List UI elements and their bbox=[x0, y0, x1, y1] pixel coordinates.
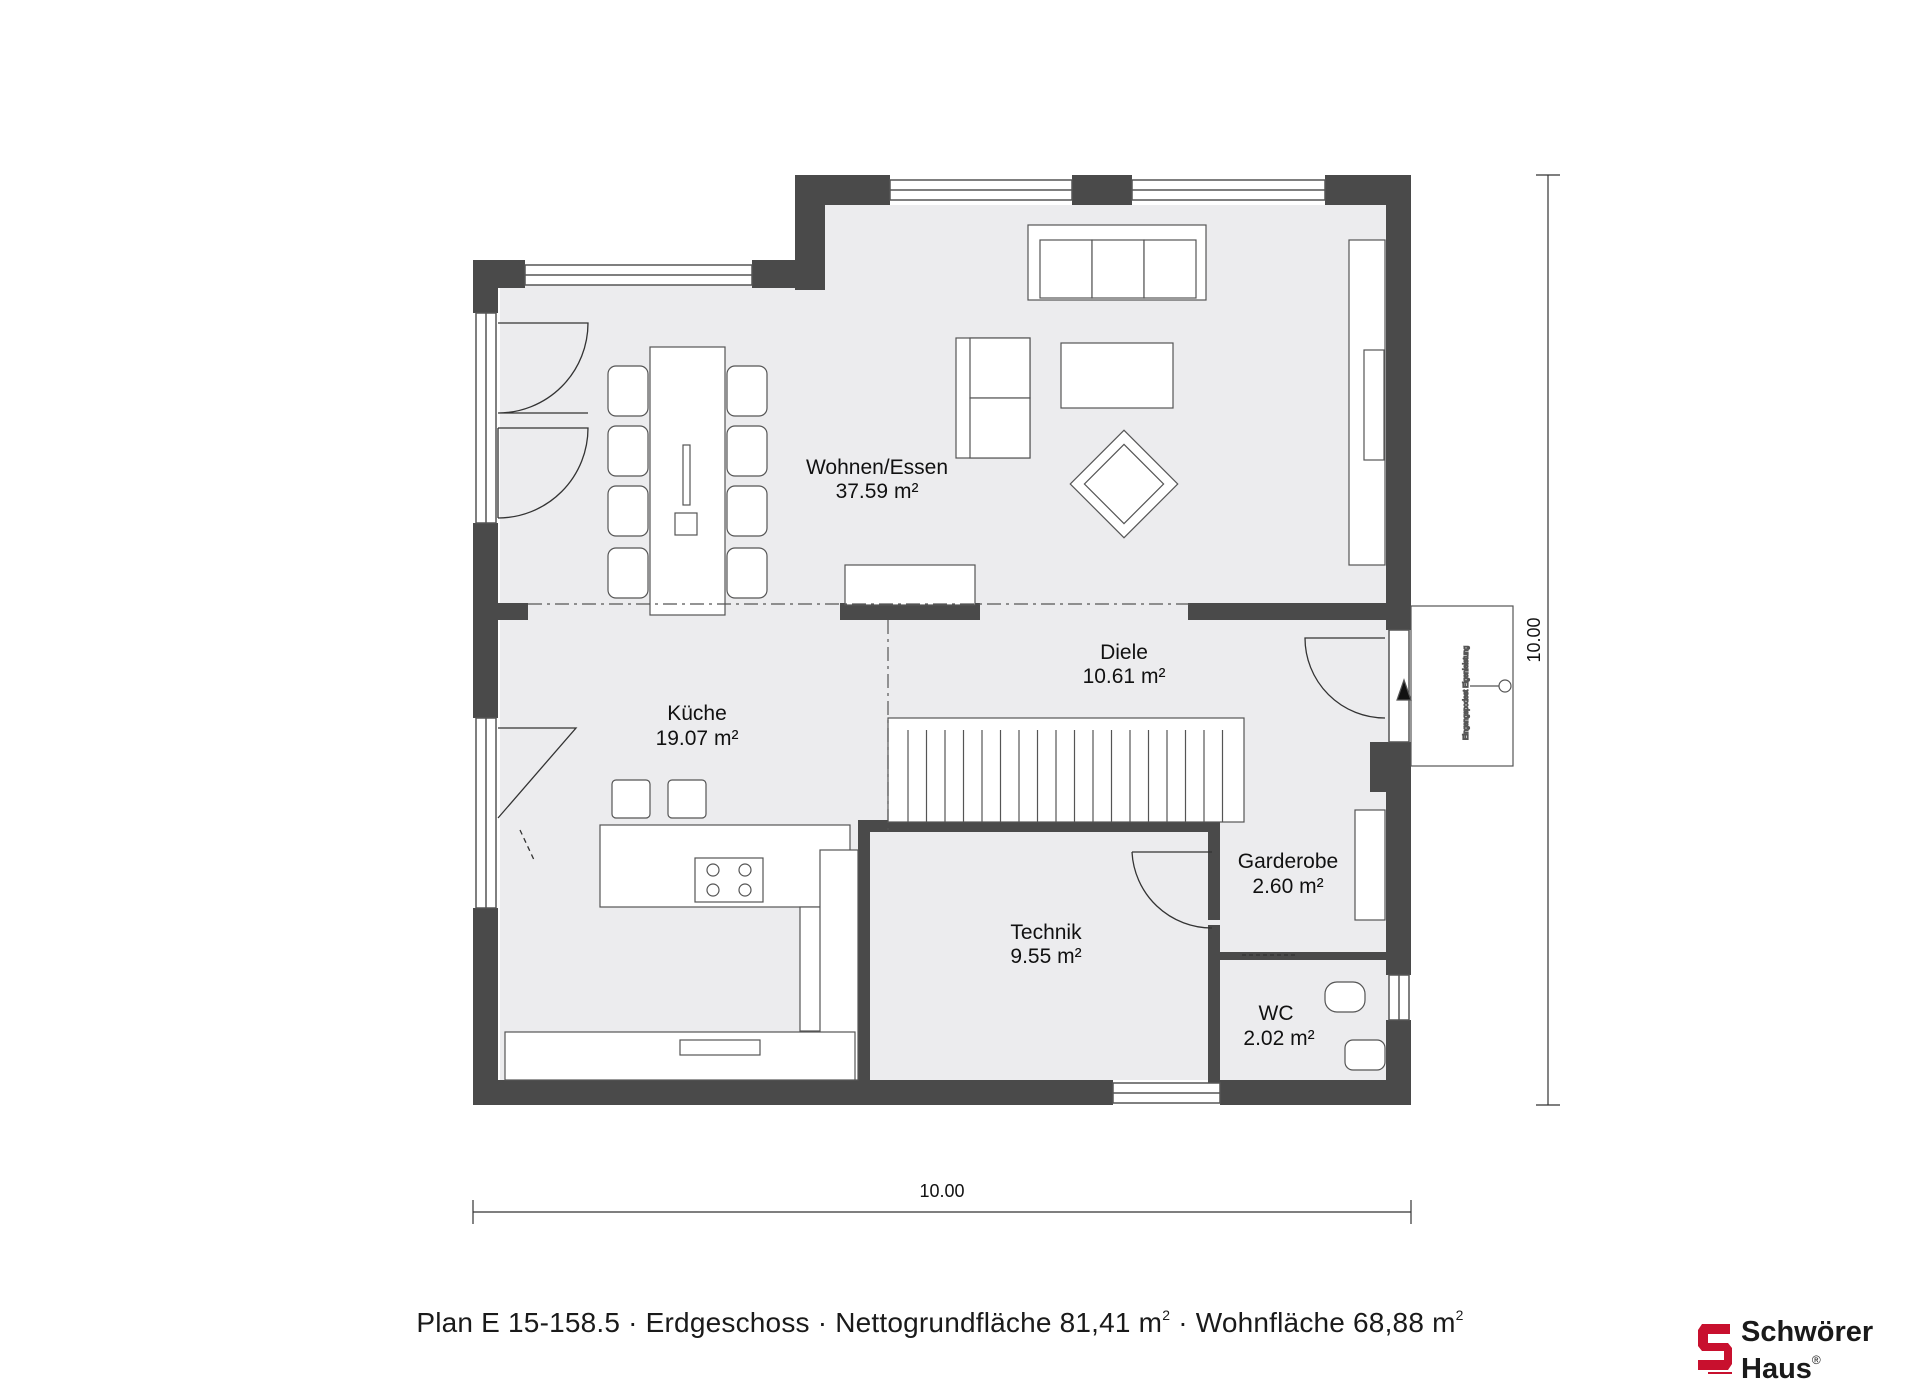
logo-registered: ® bbox=[1811, 1353, 1821, 1367]
caption-living-superscript: 2 bbox=[1455, 1307, 1464, 1323]
room-area-kueche: 19.07 m² bbox=[656, 727, 739, 750]
caption-plan-id: Plan E 15-158.5 bbox=[416, 1307, 621, 1338]
caption-separator: · bbox=[1170, 1307, 1196, 1338]
floor-areas bbox=[500, 205, 1390, 1080]
room-area-diele: 10.61 m² bbox=[1083, 665, 1166, 688]
logo-line-1: Schwörer bbox=[1741, 1316, 1874, 1348]
entrance-label: Eingangspodest Eigenleistung bbox=[1463, 646, 1470, 740]
walls bbox=[473, 175, 1411, 1105]
room-name-technik: Technik bbox=[1010, 921, 1082, 944]
caption-separator: · bbox=[809, 1307, 836, 1338]
room-name-kueche: Küche bbox=[667, 702, 727, 725]
room-area-garderobe: 2.60 m² bbox=[1252, 875, 1323, 898]
entrance-podium: Eingangspodest Eigenleistung bbox=[1396, 605, 1514, 767]
dining-chairs bbox=[607, 365, 768, 599]
room-name-diele: Diele bbox=[1100, 641, 1148, 664]
room-area-wohnen: 37.59 m² bbox=[836, 480, 919, 503]
caption-net-area: Nettogrundfläche 81,41 m bbox=[835, 1307, 1163, 1338]
width-dimension: 10.00 bbox=[919, 1181, 964, 1201]
brand-logo: Schwörer Haus® bbox=[1694, 1316, 1904, 1385]
caption-living-area: Wohnfläche 68,88 m bbox=[1195, 1307, 1456, 1338]
doors bbox=[497, 322, 1386, 956]
windows bbox=[475, 179, 1410, 1104]
demarcation-lines bbox=[528, 603, 1190, 830]
dimension-lines bbox=[472, 174, 1560, 1224]
room-name-wohnen: Wohnen/Essen bbox=[806, 456, 948, 479]
caption-separator: · bbox=[620, 1307, 646, 1338]
furniture bbox=[504, 224, 1386, 1081]
logo-line-2: Haus bbox=[1741, 1353, 1812, 1385]
room-labels: Wohnen/Essen 37.59 m² Diele 10.61 m² Küc… bbox=[656, 456, 1339, 1050]
logo-s-icon bbox=[1698, 1324, 1732, 1374]
plan-caption: Plan E 15-158.5 · Erdgeschoss · Nettogru… bbox=[0, 1307, 1880, 1339]
height-dimension: 10.00 bbox=[1524, 617, 1544, 662]
room-name-garderobe: Garderobe bbox=[1238, 850, 1338, 873]
caption-net-superscript: 2 bbox=[1162, 1307, 1171, 1323]
room-area-technik: 9.55 m² bbox=[1010, 945, 1081, 968]
caption-floor: Erdgeschoss bbox=[645, 1307, 810, 1338]
room-area-wc: 2.02 m² bbox=[1243, 1027, 1314, 1050]
stair-treads bbox=[907, 730, 1224, 822]
room-name-wc: WC bbox=[1259, 1002, 1294, 1025]
